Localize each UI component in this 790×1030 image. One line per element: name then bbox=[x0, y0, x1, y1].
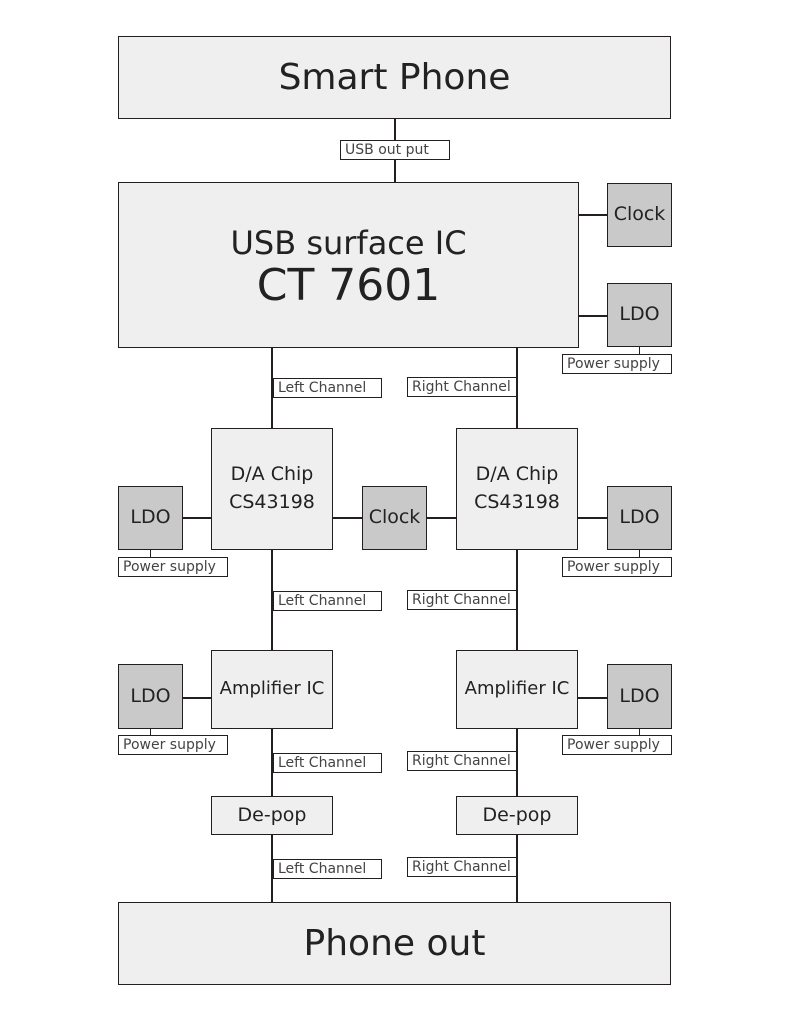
phone-out-block: Phone out bbox=[118, 902, 671, 985]
dac-right-block: D/A Chip CS43198 bbox=[456, 428, 578, 550]
depop-right-block: De-pop bbox=[456, 796, 578, 835]
left-channel-tag: Left Channel bbox=[273, 859, 382, 879]
depop-left-block: De-pop bbox=[211, 796, 333, 835]
usb-ic-model: CT 7601 bbox=[256, 260, 441, 312]
amp-left-block: Amplifier IC bbox=[211, 650, 333, 729]
dac-title: D/A Chip bbox=[230, 463, 314, 486]
dac-left-block: D/A Chip CS43198 bbox=[211, 428, 333, 550]
wire-usb-ldo bbox=[578, 315, 608, 317]
power-supply-tag: Power supply bbox=[562, 354, 672, 374]
usb-ic-block: USB surface IC CT 7601 bbox=[118, 182, 579, 348]
dac-right-ldo-block: LDO bbox=[607, 486, 672, 550]
dac-title: D/A Chip bbox=[475, 463, 559, 486]
wire-amp-left-ldo bbox=[182, 697, 212, 699]
depop-label: De-pop bbox=[482, 803, 552, 826]
power-supply-tag: Power supply bbox=[118, 735, 228, 755]
usb-ic-title: USB surface IC bbox=[230, 224, 467, 263]
amp-right-ldo-block: LDO bbox=[607, 664, 672, 729]
usb-out-tag: USB out put bbox=[340, 140, 450, 160]
wire-ldo-power bbox=[150, 728, 151, 736]
left-channel-tag: Left Channel bbox=[273, 378, 382, 398]
right-channel-tag: Right Channel bbox=[407, 377, 517, 397]
wire-ldo-power bbox=[639, 347, 640, 355]
clock-label: Clock bbox=[613, 203, 666, 226]
ldo-label: LDO bbox=[619, 684, 660, 707]
wire-ldo-power bbox=[639, 549, 640, 557]
wire-dac-left-ldo bbox=[182, 517, 212, 519]
dac-left-ldo-block: LDO bbox=[118, 486, 183, 550]
ldo-label: LDO bbox=[619, 303, 660, 326]
clock-label: Clock bbox=[368, 506, 421, 529]
smart-phone-block: Smart Phone bbox=[118, 36, 671, 119]
right-channel-tag: Right Channel bbox=[407, 751, 517, 771]
usb-ldo-block: LDO bbox=[607, 283, 672, 347]
wire-ldo-power bbox=[150, 549, 151, 557]
phone-out-label: Phone out bbox=[303, 923, 486, 964]
usb-clock-block: Clock bbox=[607, 183, 672, 247]
right-channel-tag: Right Channel bbox=[407, 857, 517, 877]
power-supply-tag: Power supply bbox=[562, 735, 672, 755]
wire-right-main bbox=[516, 347, 518, 902]
amp-label: Amplifier IC bbox=[464, 678, 570, 700]
ldo-label: LDO bbox=[619, 506, 660, 529]
wire-usb-clock bbox=[578, 214, 608, 216]
power-supply-tag: Power supply bbox=[562, 557, 672, 577]
amp-right-block: Amplifier IC bbox=[456, 650, 578, 729]
amp-label: Amplifier IC bbox=[219, 678, 325, 700]
power-supply-tag: Power supply bbox=[118, 557, 228, 577]
amp-left-ldo-block: LDO bbox=[118, 664, 183, 729]
wire-left-main bbox=[271, 347, 273, 902]
wire-dac-right-ldo bbox=[578, 517, 608, 519]
right-channel-tag: Right Channel bbox=[407, 590, 517, 610]
smart-phone-label: Smart Phone bbox=[278, 57, 511, 98]
ldo-label: LDO bbox=[130, 684, 171, 707]
dac-model: CS43198 bbox=[474, 491, 560, 513]
wire-amp-right-ldo bbox=[578, 697, 608, 699]
ldo-label: LDO bbox=[130, 506, 171, 529]
left-channel-tag: Left Channel bbox=[273, 591, 382, 611]
depop-label: De-pop bbox=[237, 803, 307, 826]
dac-model: CS43198 bbox=[229, 491, 315, 513]
dac-clock-block: Clock bbox=[362, 486, 427, 550]
left-channel-tag: Left Channel bbox=[273, 753, 382, 773]
wire-ldo-power bbox=[639, 728, 640, 736]
